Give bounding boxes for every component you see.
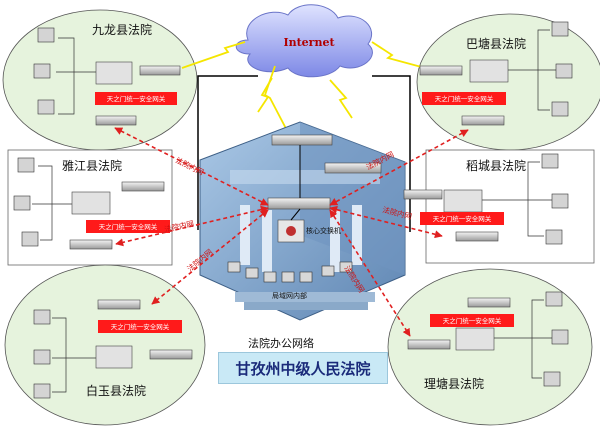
court-name-litang: 理塘县法院 bbox=[424, 376, 484, 391]
svg-text:天之门统一安全网关: 天之门统一安全网关 bbox=[435, 94, 494, 103]
intranet-links bbox=[114, 127, 469, 337]
internet-label: Internet bbox=[283, 36, 335, 49]
gateway-baiyu bbox=[98, 320, 182, 333]
core-router bbox=[267, 197, 331, 210]
court-name-batang: 巴塘县法院 bbox=[466, 36, 526, 51]
court-name-jiulong: 九龙县法院 bbox=[92, 23, 152, 37]
court-name-daocheng: 稻城县法院 bbox=[466, 159, 526, 173]
court-litang: 理塘县法院 天之门统一安全网关 bbox=[407, 291, 569, 391]
core-switch-label: 核心交换机 bbox=[306, 226, 341, 235]
core-switch bbox=[277, 219, 305, 243]
daocheng-pcs bbox=[541, 153, 569, 245]
baiyu-pcs bbox=[33, 309, 51, 399]
litang-pcs bbox=[543, 291, 569, 387]
yajiang-pcs bbox=[13, 157, 39, 247]
building-router bbox=[271, 134, 333, 146]
main-title: 甘孜州中级人民法院 bbox=[235, 359, 371, 378]
svg-text:天之门统一安全网关: 天之门统一安全网关 bbox=[111, 322, 170, 331]
jiulong-pcs bbox=[33, 27, 55, 115]
internet-cloud bbox=[235, 4, 373, 78]
baiyu-region bbox=[4, 264, 206, 426]
court-jiulong: 九龙县法院 天之门统一安全网关 bbox=[33, 23, 181, 126]
svg-text:天之门统一安全网关: 天之门统一安全网关 bbox=[433, 214, 492, 223]
main-title-box: 甘孜州中级人民法院 bbox=[218, 352, 388, 384]
batang-region bbox=[416, 13, 600, 151]
gateway-jiulong bbox=[95, 92, 177, 105]
gateway-litang bbox=[430, 314, 514, 327]
court-baiyu: 白玉县法院 天之门统一安全网关 bbox=[33, 299, 193, 399]
svg-text:天之门统一安全网关: 天之门统一安全网关 bbox=[443, 316, 502, 325]
court-name-baiyu: 白玉县法院 bbox=[86, 383, 146, 398]
court-name-yajiang: 雅江县法院 bbox=[62, 158, 122, 173]
lan-label: 局域网内部 bbox=[272, 291, 307, 300]
svg-text:法院内网: 法院内网 bbox=[174, 155, 205, 177]
court-batang: 巴塘县法院 天之门统一安全网关 bbox=[419, 21, 573, 126]
svg-text:天之门统一安全网关: 天之门统一安全网关 bbox=[107, 94, 166, 103]
office-network-label: 法院办公网络 bbox=[248, 336, 314, 350]
batang-pcs bbox=[551, 21, 573, 117]
wan-links bbox=[181, 41, 441, 141]
svg-text:天之门统一安全网关: 天之门统一安全网关 bbox=[99, 222, 158, 231]
gateway-batang bbox=[422, 92, 506, 105]
